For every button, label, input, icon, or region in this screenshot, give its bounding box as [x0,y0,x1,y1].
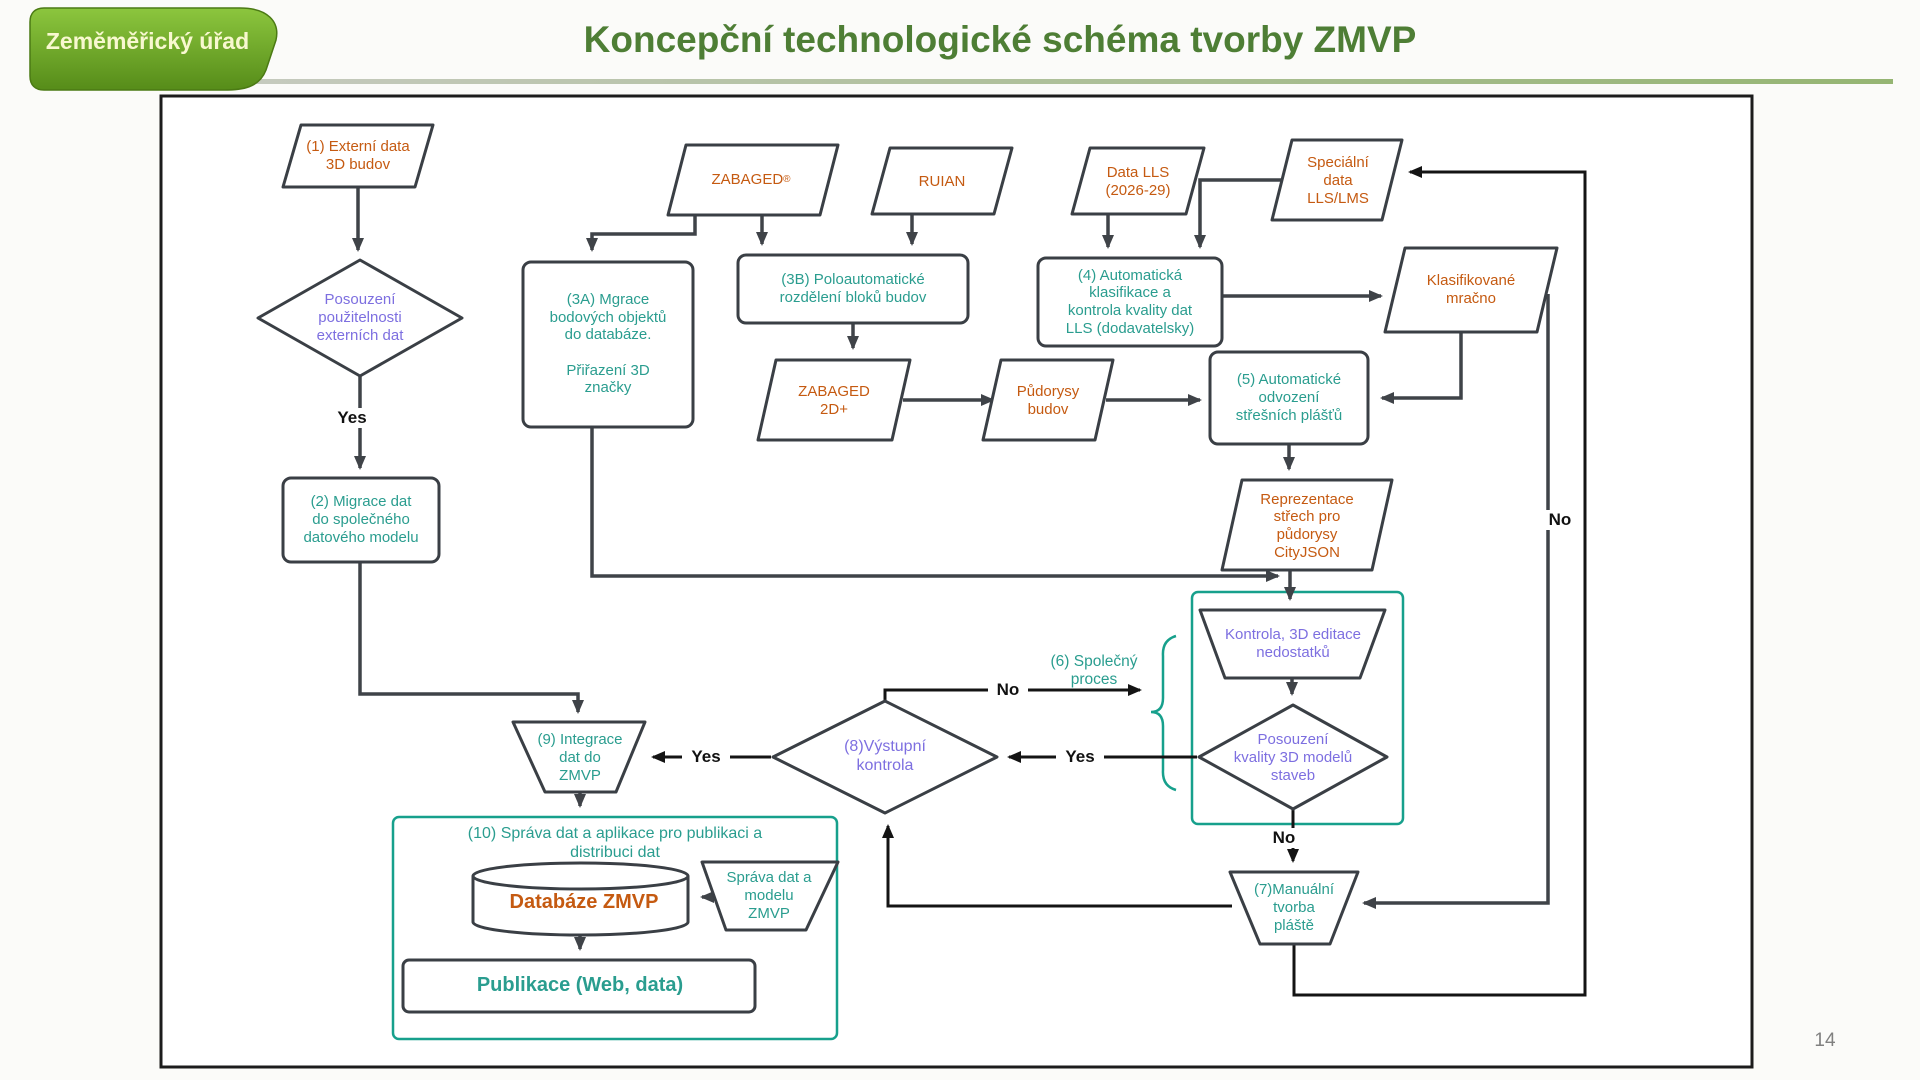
shape-d8 [771,699,999,815]
edge-label-yes-output: Yes [682,747,730,767]
group-6-box [1190,590,1405,826]
logo [29,7,278,91]
node-label-d1: Posouzení použitelnosti externích dat [316,291,404,344]
shape-ruian [870,146,1014,216]
shape-klas [1383,246,1559,334]
logo-shape [29,7,278,91]
shape-spec [1270,138,1404,222]
node-label-klas: Klasifikované mračno [1426,272,1516,307]
edge-n3a-merge [590,427,1280,582]
shape-n7 [1228,870,1360,946]
slide-title: Koncepční technologické schéma tvorby ZM… [583,19,1417,60]
shape-n3a [521,260,695,429]
node-label-pudorysy: Půdorysy budov [1016,383,1080,418]
node-label-z2d: ZABAGED 2D+ [798,383,870,418]
node-label-spec: Speciální data LLS/LMS [1307,154,1369,207]
shape-datalls [1070,146,1206,216]
shape-n2 [281,476,441,564]
node-label-n7: (7)Manuální tvorba pláště [1253,881,1335,934]
edge-label-yes-quality: Yes [1056,747,1104,767]
edge-d8-no-brace [883,684,1142,703]
edge-label-no-right: No [1540,510,1580,530]
group-6-brace [1150,634,1177,792]
edge-label-yes-external: Yes [331,408,373,428]
node-label-repr: Reprezentace střech pro půdorysy CityJSO… [1260,490,1354,561]
shape-db-cylinder-rim [471,875,690,891]
connectors [352,166,1587,997]
shape-n1 [281,123,435,189]
node-label-d2: Posouzení kvality 3D modelů staveb [1233,731,1353,784]
edge-klas-n7 [1362,294,1550,909]
edge-klas-n5 [1380,332,1463,404]
shape-zabaged [666,143,840,217]
edge-n7-spec-loop [1292,166,1587,997]
node-label-pub: Publikace (Web, data) [476,974,684,997]
node-label-sprava: Správa dat a modelu ZMVP [726,869,812,922]
zabaged-text: ZABAGED [711,171,784,189]
node-label-n3a: (3A) Mgrace bodových objektů do databáze… [549,290,667,397]
node-label-n3b: (3B) Poloautomatické rozdělení bloků bud… [779,271,927,306]
zabaged-registered-mark: ® [783,174,791,186]
diagram-frame [159,94,1754,1069]
page-number: 14 [1814,1030,1836,1051]
group-10-box [391,815,839,1041]
edge-n7-d8 [882,824,1232,908]
edge-zabaged-n3a [586,215,697,252]
node-label-d8: (8)Výstupní kontrola [844,738,926,774]
shape-z2d [756,358,912,442]
node-label-n5: (5) Automatické odvození střešních plášť… [1235,371,1343,424]
shape-n4 [1036,256,1224,348]
logo-text: Zeměměřický úřad [45,27,250,54]
shape-db-cylinder [471,861,690,937]
shape-pub [401,958,757,1014]
node-label-n9: (9) Integrace dat do ZMVP [537,731,623,784]
shape-n5 [1208,350,1370,446]
shape-n9 [511,720,647,794]
node-label-kontrola: Kontrola, 3D editace nedostatků [1225,626,1361,661]
node-label-db: Databáze ZMVP [509,891,659,914]
shape-repr [1220,478,1394,572]
node-label-datalls: Data LLS (2026-29) [1105,164,1171,199]
node-label-zabaged: ZABAGED® [676,148,826,212]
shape-pudorysy [981,358,1115,442]
shape-n3b [736,253,970,325]
shape-d1 [256,258,464,378]
edge-spec-n4 [1194,178,1282,249]
node-label-n1: (1) Externí data 3D budov [306,138,410,173]
group-10-label: (10) Správa dat a aplikace pro publikaci… [467,825,763,861]
edge-label-no-quality: No [1264,828,1304,848]
node-label-ruian: RUIAN [918,173,966,191]
title-underline [237,79,1893,84]
shapes [256,123,1559,1014]
group-6-label: (6) Společný proces [1050,652,1138,688]
edge-n2-n9 [358,562,584,714]
node-label-n4: (4) Automatická klasifikace a kontrola k… [1065,266,1195,337]
edge-label-no-output: No [988,680,1028,700]
shape-sprava [700,860,840,932]
shape-kontrola [1198,608,1387,680]
node-label-n2: (2) Migrace dat do společného datového m… [303,493,419,546]
shape-d2 [1197,703,1389,811]
